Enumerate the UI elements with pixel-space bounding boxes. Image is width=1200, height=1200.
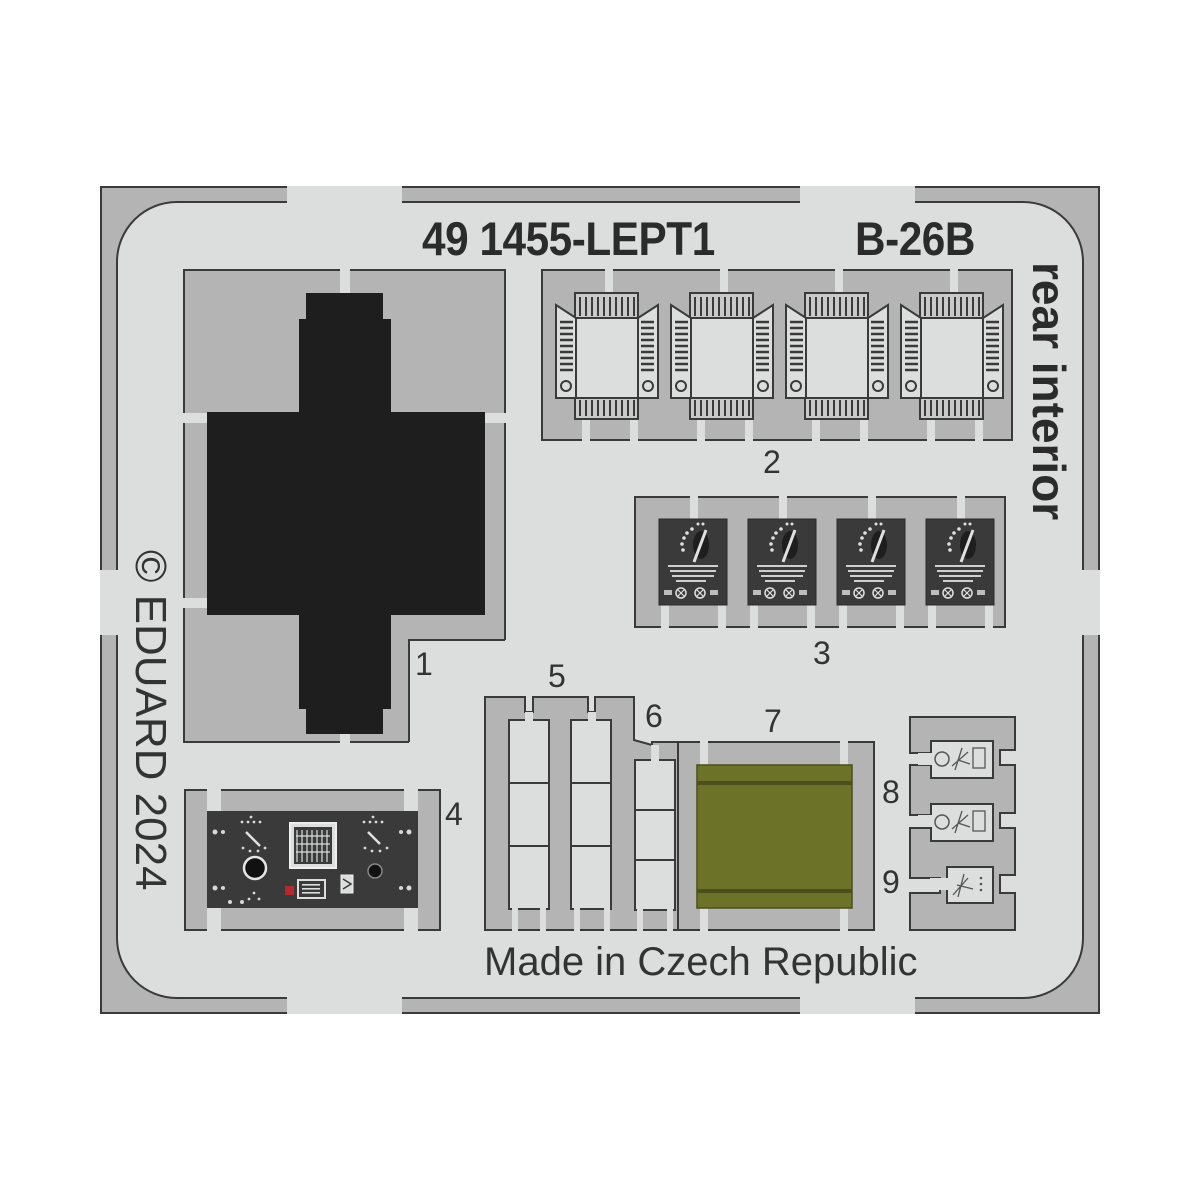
part-label-5: 5: [548, 658, 566, 694]
part-label-1: 1: [415, 646, 433, 682]
part-label-3: 3: [813, 635, 831, 671]
sheet-code: 49 1455-LEPT1: [422, 212, 715, 265]
part-8-9: [909, 716, 1016, 931]
part-1: [170, 268, 510, 746]
sheet-subtitle: rear interior: [1023, 262, 1075, 521]
black-cross-panel: [207, 293, 485, 734]
part-2: [541, 268, 1013, 442]
part-label-8: 8: [882, 774, 900, 810]
red-indicator: [285, 886, 294, 895]
frame-gaps: [100, 186, 1100, 1014]
part-label-6: 6: [645, 698, 663, 734]
part-7: [677, 740, 875, 932]
part-label-9: 9: [882, 864, 900, 900]
dark-control-panel: [658, 518, 728, 606]
part-5-6: [484, 696, 701, 932]
part-4: [184, 788, 441, 932]
model-name: B-26B: [855, 212, 975, 265]
part-label-2: 2: [763, 444, 781, 480]
origin-text: Made in Czech Republic: [484, 940, 918, 984]
connector-box: [555, 292, 659, 420]
placard: [930, 740, 994, 779]
part-label-4: 4: [445, 796, 463, 832]
part-label-7: 7: [764, 703, 782, 739]
part-3: [634, 495, 1006, 629]
copyright-text: © EDUARD 2024: [126, 550, 175, 891]
olive-panel: [696, 764, 853, 909]
